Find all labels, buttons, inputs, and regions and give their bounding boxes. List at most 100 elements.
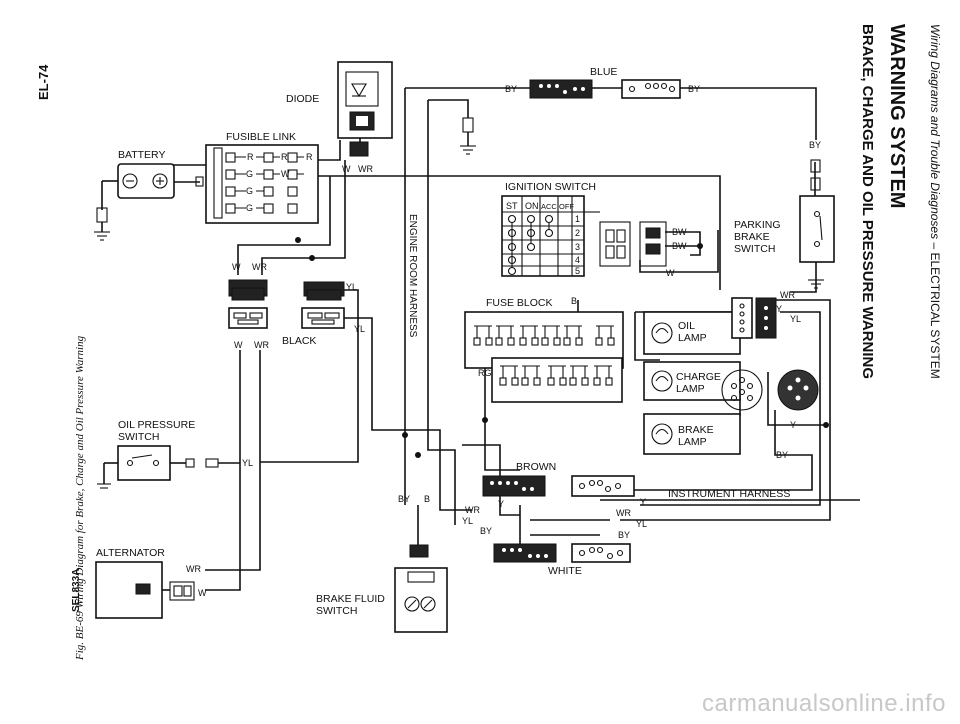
wire-by-1: BY	[505, 84, 517, 94]
wire-g-2: G	[246, 186, 253, 196]
oil-lamp-label-2: LAMP	[678, 332, 707, 344]
wire-by-4: BY	[809, 140, 821, 150]
page-title: WARNING SYSTEM	[886, 24, 908, 209]
ign-term-1: 1	[575, 214, 580, 224]
battery	[94, 163, 204, 241]
fusible-link	[205, 144, 319, 224]
ign-pos-on: ON	[525, 201, 539, 211]
black-connector-group	[228, 279, 345, 329]
fuse	[564, 325, 582, 338]
wire-wr-7: WR	[616, 508, 631, 518]
wire-y-3: Y	[498, 499, 504, 509]
blue-connector	[529, 79, 681, 99]
oil-lamp	[643, 311, 741, 355]
fuse	[500, 365, 518, 378]
ign-term-4: 4	[575, 255, 580, 265]
engine-room-harness-label: ENGINE ROOM HARNESS	[407, 214, 418, 338]
wire-wr-5: WR	[780, 290, 795, 300]
brown-connector	[482, 475, 635, 497]
fuse	[496, 325, 514, 338]
blue-connector-label: BLUE	[590, 66, 617, 78]
fusible-link-label: FUSIBLE LINK	[226, 131, 296, 143]
ignition-switch	[501, 195, 667, 277]
alternator	[95, 561, 195, 619]
fuse-terminal	[519, 337, 527, 346]
wire-b-1: B	[571, 296, 577, 306]
wire-bw-2: BW	[672, 241, 687, 251]
fuse	[474, 325, 492, 338]
parking-brake-label-2: BRAKE	[734, 231, 770, 243]
battery-label: BATTERY	[118, 149, 165, 161]
wire-wr-2: WR	[252, 262, 267, 272]
fuse-terminal	[569, 377, 577, 386]
fuse-terminal	[495, 337, 503, 346]
fuse-terminal	[595, 337, 603, 346]
brake-lamp	[643, 413, 741, 455]
parking-brake-label-1: PARKING	[734, 219, 780, 231]
brake-lamp-label-1: BRAKE	[678, 424, 714, 436]
fuse-terminal	[575, 337, 583, 346]
wire-yl-3: YL	[242, 458, 253, 468]
brake-fluid-switch-label-2: SWITCH	[316, 605, 357, 617]
header-breadcrumb-line: Wiring Diagrams and Trouble Diagnoses – …	[928, 24, 942, 379]
wire-by-3: BY	[398, 494, 410, 504]
fuse-terminal	[563, 337, 571, 346]
wire-w-4: W	[232, 262, 241, 272]
instrument-lamp-connectors	[721, 297, 819, 411]
watermark: carmanualsonline.info	[702, 690, 946, 717]
oil-pressure-switch-label-2: SWITCH	[118, 431, 159, 443]
wire-bw-1: BW	[672, 227, 687, 237]
ground-symbol-top	[460, 117, 476, 155]
wire-w-2: W	[342, 164, 351, 174]
fuse-terminal	[533, 377, 541, 386]
wire-yl-4: YL	[790, 314, 801, 324]
brake-fluid-switch-label-1: BRAKE FLUID	[316, 593, 385, 605]
wire-w-1: W	[281, 169, 290, 179]
wire-yl-1: YL	[346, 282, 357, 292]
wire-w-6: W	[198, 588, 207, 598]
ignition-switch-label: IGNITION SWITCH	[505, 181, 596, 193]
fuse	[570, 365, 588, 378]
diode	[337, 61, 393, 157]
charge-lamp-label-2: LAMP	[676, 383, 705, 395]
page-subtitle: BRAKE, CHARGE AND OIL PRESSURE WARNING	[859, 24, 876, 380]
parking-brake-label-3: SWITCH	[734, 243, 775, 255]
fuse-elements	[473, 325, 615, 386]
fuse-block-label: FUSE BLOCK	[486, 297, 553, 309]
wire-g-1: G	[246, 169, 253, 179]
fuse	[548, 365, 566, 378]
white-connector	[493, 543, 631, 563]
wire-y-4: Y	[640, 497, 646, 507]
oil-lamp-label-1: OIL	[678, 320, 695, 332]
figure-caption: Fig. BE-69 Wiring Diagram for Brake, Cha…	[74, 335, 86, 660]
fuse-terminal	[581, 377, 589, 386]
wire-g-3: G	[246, 203, 253, 213]
wire-r-3: R	[306, 152, 313, 162]
wire-wr-6: WR	[465, 505, 480, 515]
wire-b-2: B	[424, 494, 430, 504]
brown-connector-label: BROWN	[516, 461, 556, 473]
fuse	[520, 325, 538, 338]
brake-lamp-label-2: LAMP	[678, 436, 707, 448]
diode-label: DIODE	[286, 93, 319, 105]
fuse-terminal	[511, 377, 519, 386]
oil-pressure-switch	[97, 445, 240, 489]
header-breadcrumb: Wiring Diagrams and Trouble Diagnoses	[928, 24, 942, 240]
fuse	[522, 365, 540, 378]
parking-brake-switch	[799, 159, 835, 289]
fuse-terminal	[507, 337, 515, 346]
fuse-terminal	[531, 337, 539, 346]
fuse-terminal	[541, 337, 549, 346]
black-connector-label: BLACK	[282, 335, 316, 347]
wire-by-2: BY	[688, 84, 700, 94]
fuse-terminal	[559, 377, 567, 386]
wire-r-2: R	[281, 152, 288, 162]
fuse-terminal	[547, 377, 555, 386]
fuse-terminal	[607, 337, 615, 346]
wire-w-5: W	[234, 340, 243, 350]
wire-y-1: Y	[776, 304, 782, 314]
fuse-terminal	[553, 337, 561, 346]
white-connector-label: WHITE	[548, 565, 582, 577]
oil-pressure-switch-label-1: OIL PRESSURE	[118, 419, 195, 431]
